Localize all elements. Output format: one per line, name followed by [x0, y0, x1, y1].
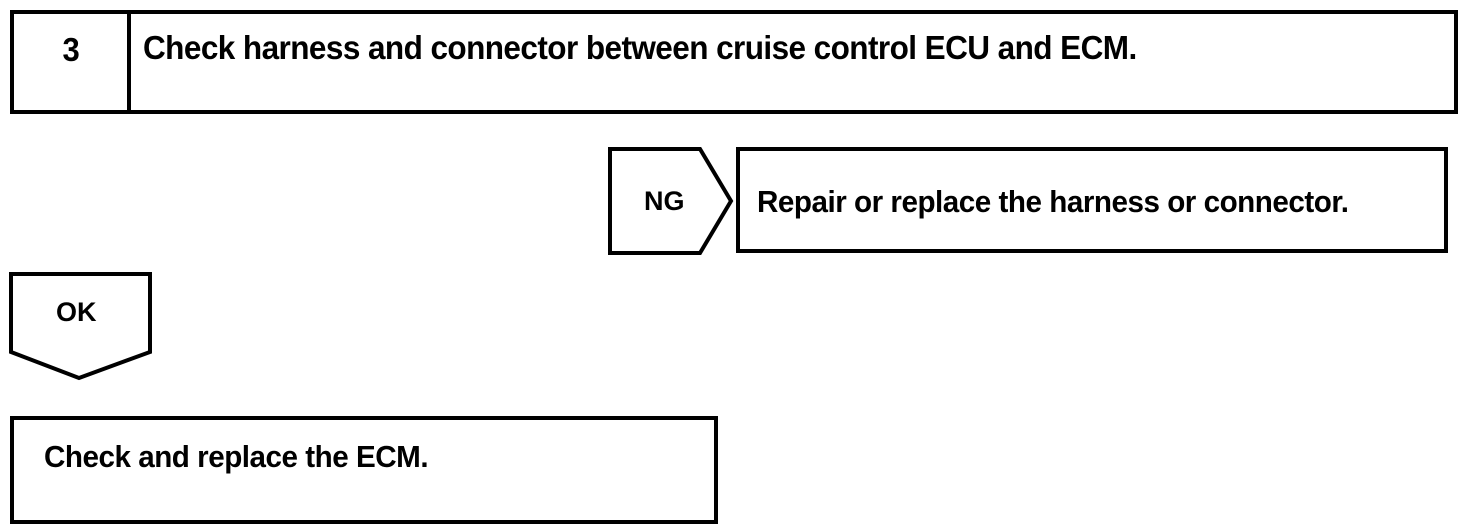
ng-branch-connector: NG	[608, 147, 734, 255]
ok-result-text: Check and replace the ECM.	[44, 439, 429, 474]
ok-branch-connector: OK	[9, 272, 154, 382]
ok-branch-label: OK	[56, 297, 97, 327]
step-box: 3 Check harness and connector between cr…	[10, 10, 1458, 114]
ok-result-box: Check and replace the ECM.	[10, 416, 718, 524]
step-instruction-text: Check harness and connector between crui…	[143, 29, 1137, 66]
ng-branch-label: NG	[644, 186, 685, 216]
ng-result-box: Repair or replace the harness or connect…	[736, 147, 1448, 253]
ok-pentagon-shape	[9, 272, 152, 381]
ng-pentagon-shape	[608, 147, 734, 255]
step-number-cell: 3	[14, 14, 131, 110]
ng-result-text: Repair or replace the harness or connect…	[757, 184, 1349, 219]
step-number: 3	[62, 31, 79, 68]
